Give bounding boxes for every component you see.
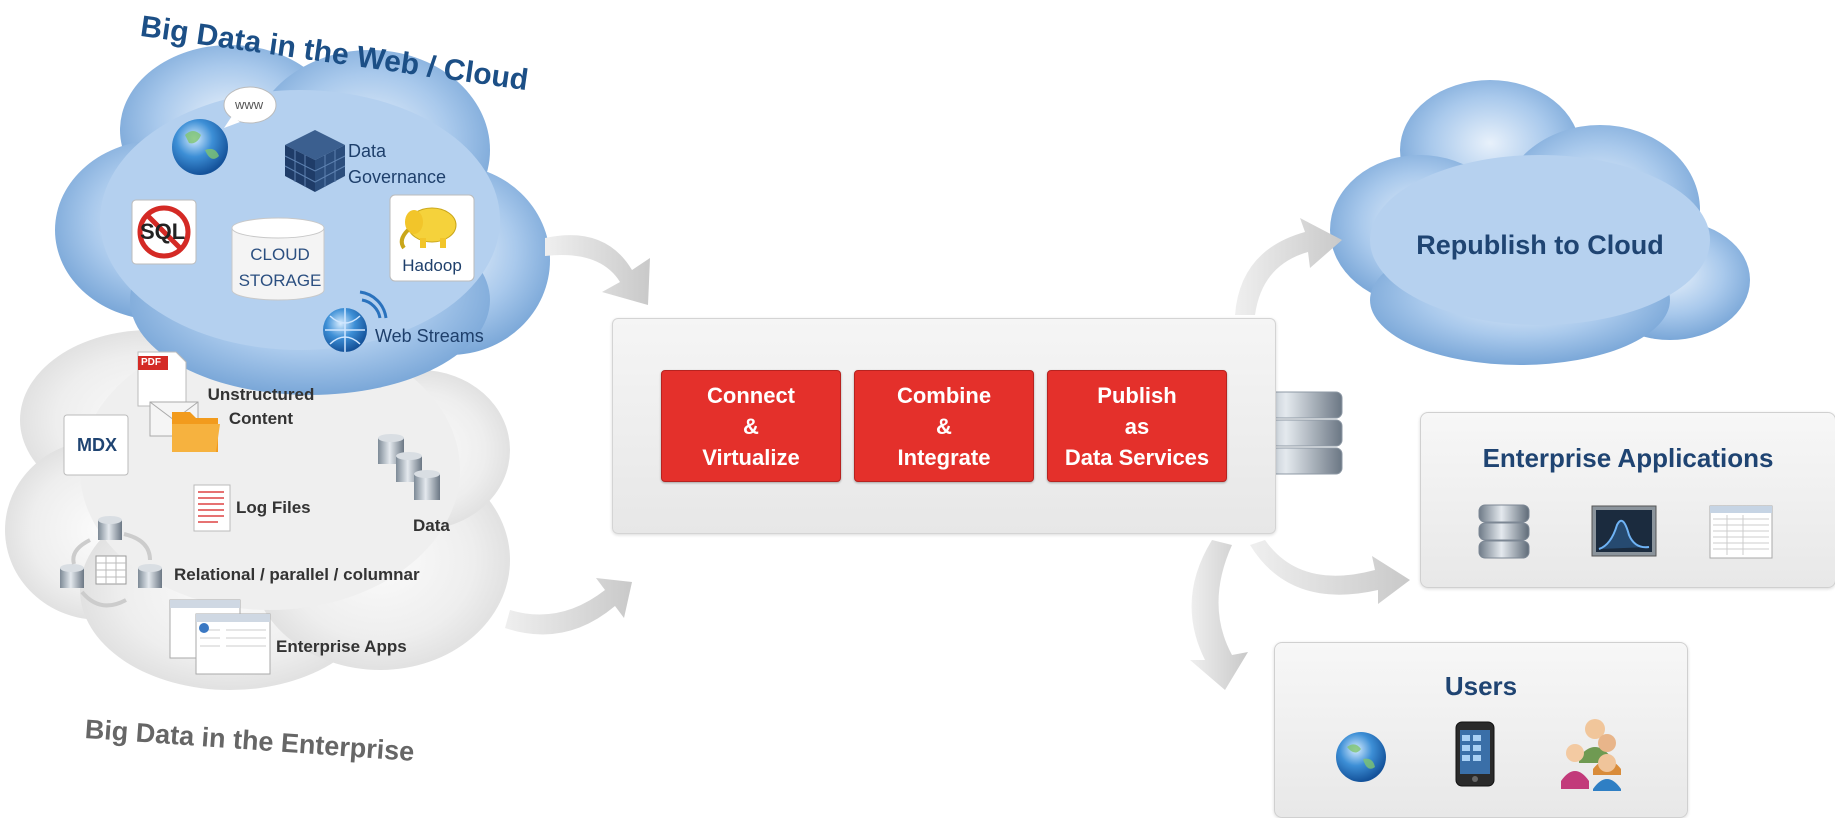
step-1-line-2: & xyxy=(743,413,759,439)
data-governance-label: Data Governance xyxy=(348,141,447,187)
arrow-web-to-process xyxy=(545,235,650,305)
no-sql-icon xyxy=(131,199,197,265)
step-3-line-3: Data Services xyxy=(1064,444,1210,470)
globe-icon xyxy=(1336,732,1386,782)
web-streams-label: Web Streams xyxy=(375,326,484,346)
republish-to-cloud-label: Republish to Cloud xyxy=(1416,230,1664,260)
step-1-line-1: Connect xyxy=(707,382,795,408)
enterprise-applications-title: Enterprise Applications xyxy=(1482,443,1774,473)
globe-icon xyxy=(172,119,228,175)
pdf-document-icon xyxy=(137,351,187,407)
monitor-chart-icon xyxy=(1591,505,1657,557)
mdx-label: MDX xyxy=(77,435,117,455)
step-combine-integrate: Combine & Integrate xyxy=(854,370,1034,482)
users-group-icon xyxy=(1561,719,1621,791)
unstructured-content-label: Unstructured Content xyxy=(207,385,315,428)
republish-cloud-shape xyxy=(1330,80,1750,365)
arrow-to-users xyxy=(1190,540,1248,690)
mdx-box-icon xyxy=(63,414,129,476)
speech-bubble-icon xyxy=(223,86,277,128)
arrow-to-enterprise-apps xyxy=(1250,540,1410,604)
step-1-line-3: Virtualize xyxy=(702,444,800,470)
step-2-line-1: Combine xyxy=(896,382,992,408)
relational-label: Relational / parallel / columnar xyxy=(174,565,420,584)
arrow-enterprise-to-process xyxy=(505,578,632,635)
users-title: Users xyxy=(1444,671,1518,701)
step-2-line-3: Integrate xyxy=(897,444,991,470)
sql-label: SQL xyxy=(140,219,186,244)
flow-arrows xyxy=(505,218,1410,690)
cloud-storage-cylinder-icon xyxy=(231,217,325,301)
step-3-line-2: as xyxy=(1124,413,1150,439)
step-connect-virtualize: Connect & Virtualize xyxy=(661,370,841,482)
spreadsheet-window-icon xyxy=(1709,505,1773,559)
enterprise-apps-label: Enterprise Apps xyxy=(276,637,407,656)
database-icon xyxy=(1478,504,1530,559)
data-label: Data xyxy=(413,516,450,535)
database-stack-icon xyxy=(378,434,440,500)
step-2-line-2: & xyxy=(936,413,952,439)
relational-db-icons xyxy=(60,516,162,608)
step-3-line-1: Publish xyxy=(1097,382,1177,408)
log-files-label: Log Files xyxy=(236,498,311,517)
step-publish-data-services: Publish as Data Services xyxy=(1047,370,1227,482)
smartphone-icon xyxy=(1455,721,1495,787)
www-label: www xyxy=(235,97,264,112)
data-cube-icon xyxy=(284,130,346,192)
cloud-storage-label: CLOUD STORAGE xyxy=(238,245,322,290)
hadoop-elephant-icon xyxy=(389,194,475,282)
arrow-to-republish xyxy=(1235,218,1342,315)
enterprise-apps-window-icon xyxy=(169,599,271,675)
pdf-label: PDF xyxy=(141,357,161,368)
folder-icon xyxy=(172,412,220,452)
log-file-icon xyxy=(193,484,231,532)
hadoop-label: Hadoop xyxy=(402,256,462,275)
web-streams-globe-icon xyxy=(323,290,388,352)
users-panel: Users xyxy=(1274,642,1688,818)
enterprise-applications-panel: Enterprise Applications xyxy=(1420,412,1835,588)
